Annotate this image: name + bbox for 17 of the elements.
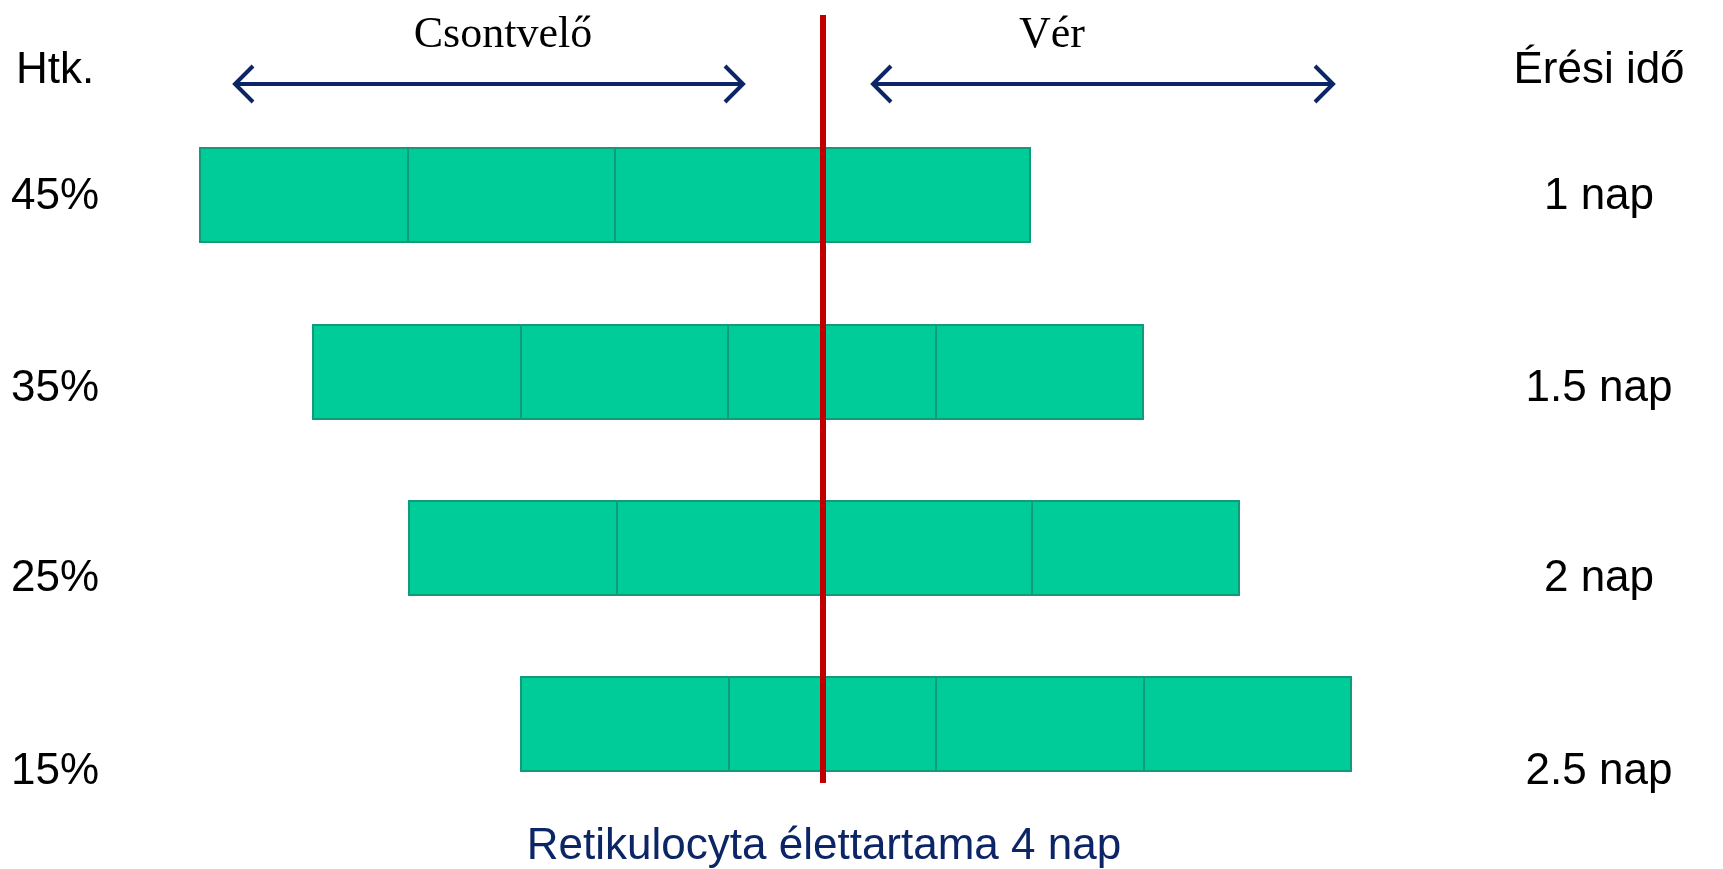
label-text: 2.5 nap (1525, 747, 1673, 791)
time-bar (199, 147, 1031, 243)
label-text: 25% (11, 554, 100, 598)
label-text: 15% (11, 747, 100, 791)
label-text: 2 nap (1543, 554, 1655, 598)
time-bar (520, 676, 1352, 772)
label-text: 1.5 nap (1525, 364, 1673, 408)
time-bar (312, 324, 1144, 420)
label-text: Érési idő (1513, 46, 1685, 90)
label-text: 35% (11, 364, 100, 408)
label-text: 45% (11, 172, 100, 216)
label-text: Htk. (16, 46, 95, 90)
caption: Retikulocyta élettartama 4 nap (526, 822, 1122, 866)
label-text: 1 nap (1543, 172, 1655, 216)
label-text: Vér (1019, 11, 1085, 55)
time-bar (408, 500, 1240, 596)
label-text: Csontvelő (413, 11, 593, 55)
